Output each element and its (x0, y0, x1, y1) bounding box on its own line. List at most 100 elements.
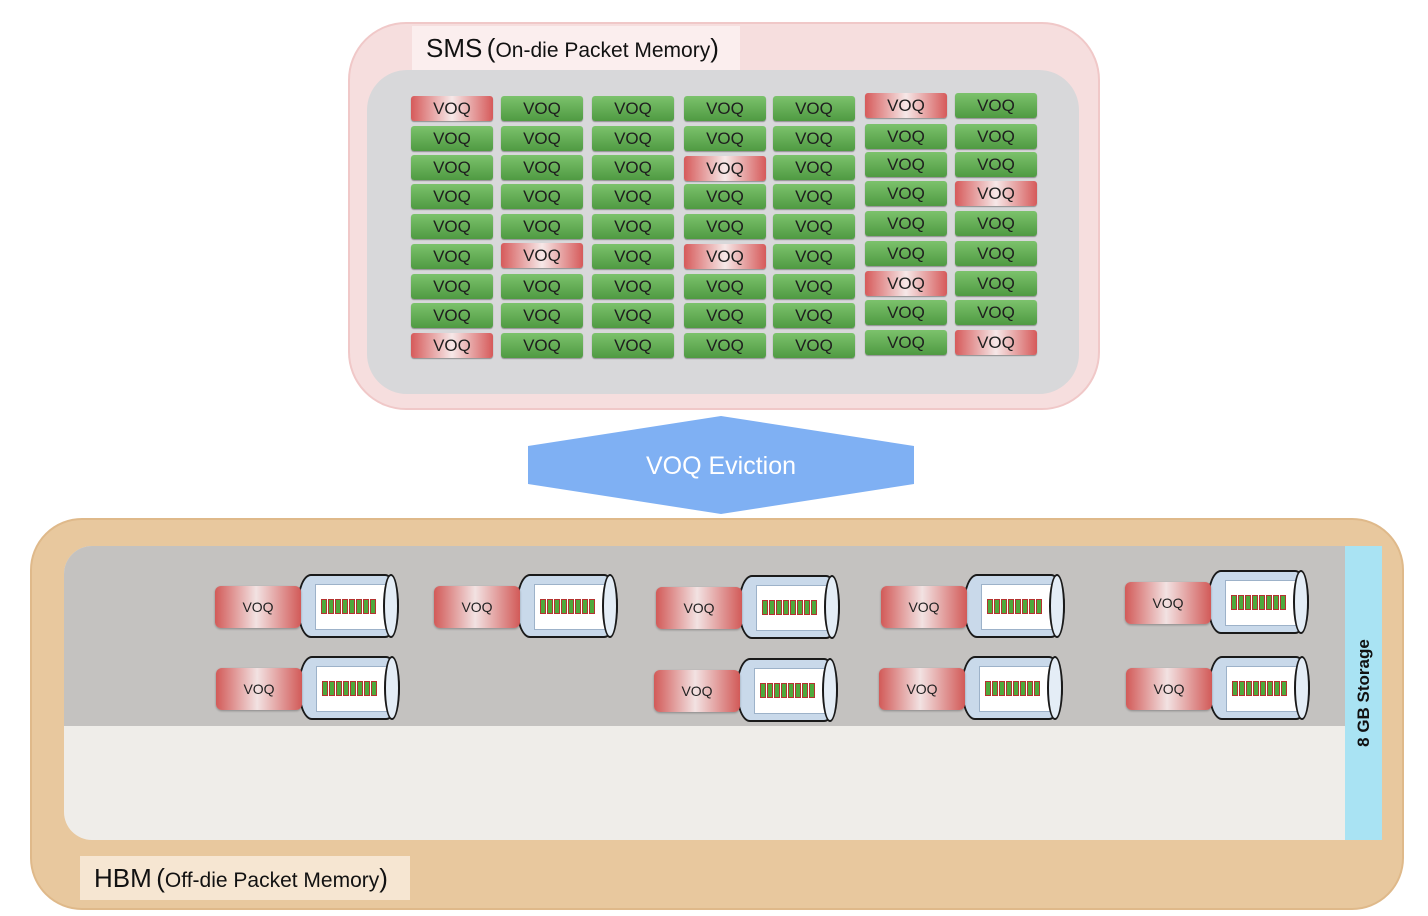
packet-cell (356, 599, 362, 614)
packet-cell (1267, 681, 1273, 696)
voq-block-green: VOQ (955, 300, 1037, 325)
voq-block-green: VOQ (865, 300, 947, 325)
hbm-queue: VOQ (1125, 570, 1311, 638)
cylinder-end (1293, 570, 1309, 634)
packet-cell (371, 681, 377, 696)
voq-block-green: VOQ (684, 303, 766, 328)
packet-cell (985, 681, 991, 696)
packet-cell (1232, 681, 1238, 696)
packet-cell (788, 683, 794, 698)
packet-cell (994, 599, 1000, 614)
voq-tag: VOQ (879, 668, 965, 710)
voq-block-red: VOQ (411, 96, 493, 121)
queue-window (1225, 580, 1297, 626)
queue-cylinder (738, 575, 840, 639)
packet-cell (1281, 681, 1287, 696)
sms-label: SMS (On-die Packet Memory) (412, 26, 740, 70)
packet-cell (1013, 681, 1019, 696)
packet-cell (1029, 599, 1035, 614)
voq-block-green: VOQ (773, 96, 855, 121)
packet-cell (1246, 681, 1252, 696)
voq-block-red: VOQ (955, 181, 1037, 206)
hbm-subtitle: Off-die Packet Memory (164, 869, 380, 892)
packet-cells (760, 683, 815, 698)
hbm-queue: VOQ (654, 658, 840, 726)
packet-cell (809, 683, 815, 698)
packet-cell (790, 600, 796, 615)
voq-block-green: VOQ (773, 244, 855, 269)
cylinder-end (383, 574, 399, 638)
packet-cell (802, 683, 808, 698)
voq-block-green: VOQ (684, 126, 766, 151)
packet-cell (795, 683, 801, 698)
voq-block-red: VOQ (411, 333, 493, 358)
voq-block-green: VOQ (955, 271, 1037, 296)
queue-window (981, 584, 1053, 630)
voq-block-green: VOQ (592, 214, 674, 239)
packet-cell (568, 599, 574, 614)
voq-block-green: VOQ (411, 274, 493, 299)
packet-cell (350, 681, 356, 696)
packet-cell (1022, 599, 1028, 614)
cylinder-end (822, 658, 838, 722)
voq-block-green: VOQ (501, 214, 583, 239)
packet-cell (1001, 599, 1007, 614)
hbm-queue: VOQ (216, 656, 402, 724)
voq-block-green: VOQ (411, 214, 493, 239)
voq-block-red: VOQ (955, 330, 1037, 355)
packet-cell (811, 600, 817, 615)
queue-cylinder (297, 574, 399, 638)
voq-block-green: VOQ (865, 330, 947, 355)
voq-block-green: VOQ (592, 274, 674, 299)
packet-cell (769, 600, 775, 615)
cylinder-end (1047, 656, 1063, 720)
packet-cell (329, 681, 335, 696)
hbm-queue: VOQ (1126, 656, 1312, 724)
packet-cells (987, 599, 1042, 614)
sms-subtitle: On-die Packet Memory (495, 39, 711, 62)
packet-cell (1015, 599, 1021, 614)
voq-block-green: VOQ (684, 333, 766, 358)
voq-block-green: VOQ (501, 96, 583, 121)
packet-cell (363, 599, 369, 614)
queue-cylinder (961, 656, 1063, 720)
queue-cylinder (1207, 570, 1309, 634)
packet-cell (1245, 595, 1251, 610)
packet-cell (554, 599, 560, 614)
packet-cell (328, 599, 334, 614)
queue-cylinder (1208, 656, 1310, 720)
voq-block-green: VOQ (411, 126, 493, 151)
double-arrow-icon (528, 416, 914, 514)
hbm-label: HBM (Off-die Packet Memory) (80, 856, 410, 900)
voq-block-green: VOQ (411, 155, 493, 180)
packet-cell (357, 681, 363, 696)
voq-block-green: VOQ (501, 303, 583, 328)
voq-block-green: VOQ (592, 96, 674, 121)
voq-block-green: VOQ (955, 152, 1037, 177)
packet-cell (1238, 595, 1244, 610)
queue-window (534, 584, 606, 630)
packet-cell (987, 599, 993, 614)
packet-cell (335, 599, 341, 614)
voq-block-green: VOQ (955, 124, 1037, 149)
packet-cell (1274, 681, 1280, 696)
voq-block-green: VOQ (773, 274, 855, 299)
packet-cell (589, 599, 595, 614)
voq-block-green: VOQ (501, 126, 583, 151)
packet-cell (343, 681, 349, 696)
voq-block-green: VOQ (865, 124, 947, 149)
voq-block-green: VOQ (592, 155, 674, 180)
voq-tag: VOQ (1125, 582, 1211, 624)
sms-title: SMS (426, 33, 483, 63)
voq-block-green: VOQ (684, 274, 766, 299)
packet-cell (999, 681, 1005, 696)
voq-block-green: VOQ (592, 303, 674, 328)
packet-cells (322, 681, 377, 696)
packet-cell (992, 681, 998, 696)
voq-block-green: VOQ (501, 274, 583, 299)
voq-block-green: VOQ (773, 303, 855, 328)
hbm-queue: VOQ (656, 575, 842, 643)
packet-cell (1008, 599, 1014, 614)
voq-block-green: VOQ (773, 214, 855, 239)
packet-cells (762, 600, 817, 615)
